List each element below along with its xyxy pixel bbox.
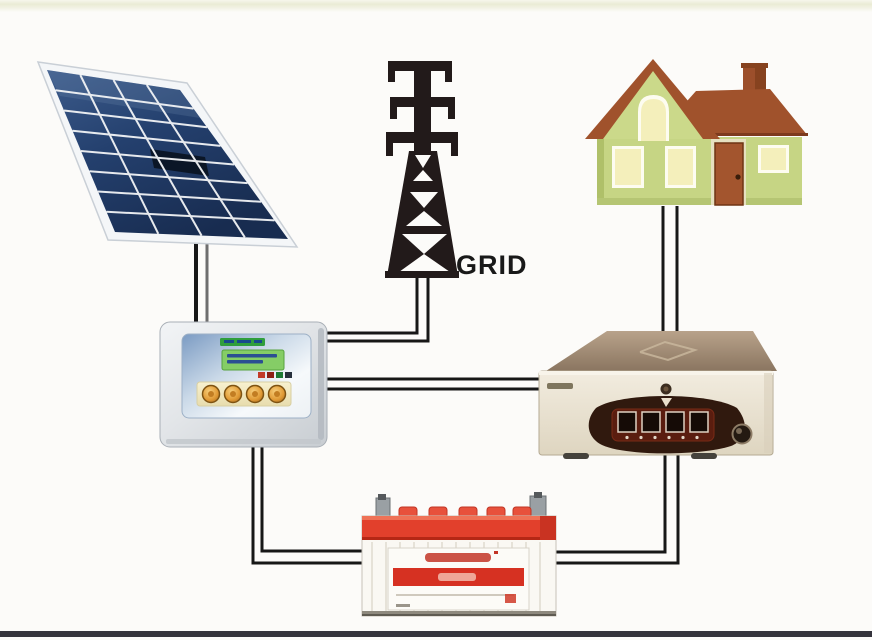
house-windows bbox=[612, 145, 789, 188]
controller-brand-strip bbox=[220, 338, 265, 346]
wire-inverter-to-battery-2 bbox=[552, 452, 680, 565]
wire-grid-to-controller-2 bbox=[322, 274, 430, 343]
charge-controller-icon bbox=[159, 321, 328, 448]
wire-controller-to-battery-2 bbox=[251, 444, 366, 565]
house-door bbox=[711, 139, 746, 206]
inverter-foot-right bbox=[691, 453, 717, 459]
inverter-icon bbox=[538, 331, 777, 459]
solar-panel-icon bbox=[36, 61, 299, 248]
grid-label: GRID bbox=[456, 250, 528, 280]
inverter-lid bbox=[546, 331, 777, 371]
wires bbox=[194, 206, 680, 565]
controller-indicator-leds bbox=[258, 372, 292, 378]
inverter-brand bbox=[547, 383, 573, 389]
battery-icon bbox=[361, 492, 557, 617]
controller-buttons bbox=[196, 381, 292, 407]
inverter-foot-left bbox=[563, 453, 589, 459]
battery-label bbox=[387, 547, 530, 611]
bottom-border bbox=[0, 631, 872, 637]
wire-controller-to-battery-1 bbox=[260, 444, 366, 553]
top-border bbox=[0, 0, 872, 12]
wire-grid-to-controller-1 bbox=[322, 274, 419, 335]
controller-display bbox=[221, 349, 285, 371]
house-icon bbox=[585, 59, 808, 206]
inverter-display-segments bbox=[617, 411, 709, 433]
transmission-tower-icon bbox=[385, 61, 459, 278]
inverter-knob bbox=[731, 423, 753, 445]
wire-inverter-to-battery-1 bbox=[552, 452, 667, 554]
